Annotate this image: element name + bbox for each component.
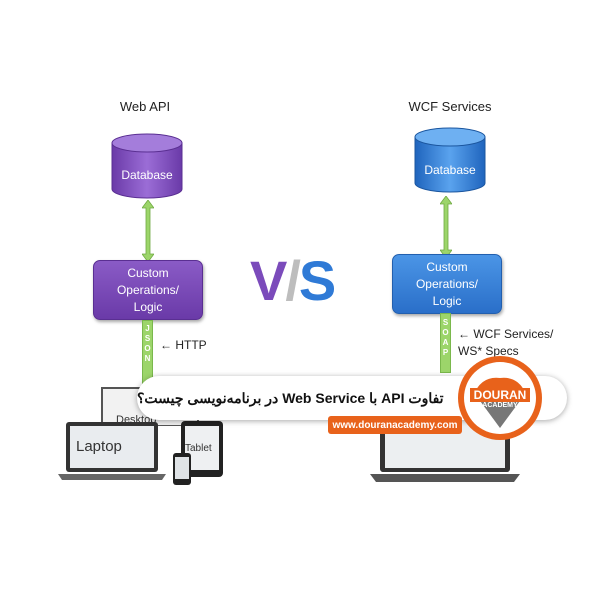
vs-slash: / xyxy=(285,249,301,312)
douran-logo: DOURAN ACADEMY xyxy=(458,356,542,440)
right-protocol-line-2: WS* Specs xyxy=(458,344,519,358)
left-database-label: Database xyxy=(121,168,173,182)
json-letter: O xyxy=(144,344,151,353)
logo-subtitle: ACADEMY xyxy=(482,402,518,409)
right-database-label: Database xyxy=(424,163,476,177)
right-protocol-note: ← WCF Services/ WS* Specs xyxy=(458,326,553,360)
json-letter: J xyxy=(145,324,150,333)
phone-icon xyxy=(173,453,191,485)
left-protocol-note: ← HTTP xyxy=(160,338,207,352)
tablet-label: Tablet xyxy=(185,443,212,454)
right-logic-line-1: Custom xyxy=(426,259,468,274)
right-logic-line-2: Operations/ xyxy=(415,276,479,291)
vs-v: V xyxy=(250,249,287,312)
laptop-icon xyxy=(58,422,166,480)
left-db-connector xyxy=(141,199,155,263)
laptop-label: Laptop xyxy=(76,438,122,455)
right-logic-box: Custom Operations/ Logic xyxy=(392,254,502,314)
left-logic-line-2: Operations/ xyxy=(116,282,180,297)
wcf-services-title: WCF Services xyxy=(408,99,492,114)
json-letter: N xyxy=(144,354,151,363)
vs-text: V/S xyxy=(250,248,336,313)
soap-letter: O xyxy=(442,328,449,337)
database-icon xyxy=(111,133,183,199)
logo-title: DOURAN xyxy=(473,388,527,402)
left-logic-line-3: Logic xyxy=(133,299,163,314)
left-arrow-icon: ← xyxy=(160,338,172,352)
left-logic-box: Custom Operations/ Logic xyxy=(93,260,203,320)
logo-emblem-icon xyxy=(470,377,530,428)
right-protocol-line-1: WCF Services/ xyxy=(473,327,554,341)
right-logic-line-3: Logic xyxy=(432,293,462,308)
soap-letter: S xyxy=(442,318,449,327)
left-protocol-label: HTTP xyxy=(175,338,207,352)
soap-letter: P xyxy=(442,348,449,357)
website-url[interactable]: www.douranacademy.com xyxy=(328,416,462,434)
left-arrow-icon: ← xyxy=(458,327,470,341)
web-api-title: Web API xyxy=(119,99,171,114)
database-icon xyxy=(414,127,486,193)
article-title: تفاوت API با Web Service در برنامه‌نویسی… xyxy=(137,389,444,406)
json-letter: S xyxy=(144,334,151,343)
soap-letter: A xyxy=(442,338,449,347)
vs-s: S xyxy=(298,249,336,312)
right-soap-connector xyxy=(440,313,451,373)
right-db-connector xyxy=(439,195,453,259)
left-logic-line-1: Custom xyxy=(127,265,169,280)
